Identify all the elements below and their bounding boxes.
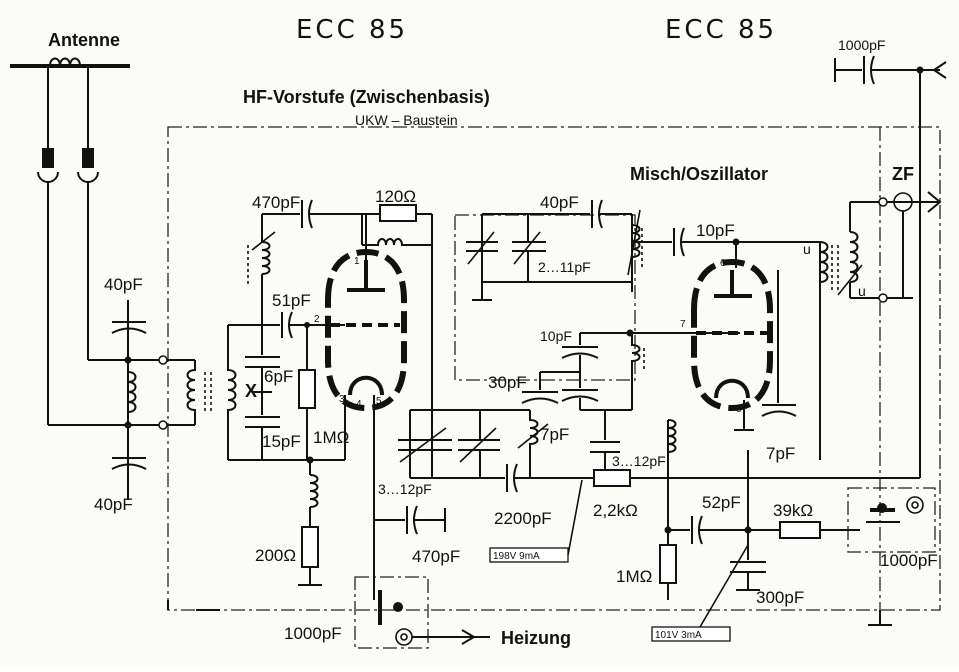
c-1000pf-bottom-left: 1000pF <box>284 624 342 643</box>
op-point-101v: 101V 3mA <box>655 630 702 641</box>
c-7pf-right: 7pF <box>766 444 795 463</box>
op-point-198v: 198V 9mA <box>493 551 540 562</box>
r-2k2: 2,2kΩ <box>593 501 638 520</box>
c-7pf-left: 7pF <box>540 425 569 444</box>
c-40pf-lower: 40pF <box>94 495 133 514</box>
mark-u1: u <box>803 241 811 257</box>
c-470pf-bottom: 470pF <box>412 547 460 566</box>
r-1m-left: 1MΩ <box>313 428 349 447</box>
tube-right-label: ECC 85 <box>665 15 777 45</box>
op-boxes <box>489 479 749 642</box>
pin-2: 2 <box>314 314 320 325</box>
bottom-right-circuit <box>659 419 936 626</box>
c-1000pf-top: 1000pF <box>838 37 885 53</box>
r-39k: 39kΩ <box>773 501 813 520</box>
pin-1: 1 <box>354 256 360 267</box>
c-6pf: 6pF <box>264 367 293 386</box>
c-40pf-upper: 40pF <box>104 275 143 294</box>
interstage-circuit <box>398 214 920 493</box>
c-10pf-mid: 10pF <box>540 328 572 344</box>
antenna-label: Antenne <box>48 30 120 50</box>
module-label: UKW – Baustein <box>355 112 458 128</box>
c-2200pf: 2200pF <box>494 509 552 528</box>
c-3-12pf-right: 3…12pF <box>612 453 666 469</box>
r-200: 200Ω <box>255 546 296 565</box>
c-40pf-osc: 40pF <box>540 193 579 212</box>
pin-4: 4 <box>356 399 362 410</box>
mixer-label: Misch/Oszillator <box>630 164 768 184</box>
c-300pf: 300pF <box>756 588 804 607</box>
heater-label: Heizung <box>501 628 571 648</box>
if-output <box>819 55 947 478</box>
pin-8: 8 <box>736 404 742 415</box>
module-border <box>167 126 941 611</box>
r-120: 120Ω <box>375 187 416 206</box>
pin-3: 3 <box>339 394 345 405</box>
pin-7: 7 <box>680 319 686 330</box>
hf-stage <box>245 199 433 586</box>
bottom-left-circuit <box>167 505 490 649</box>
c-15pf: 15pF <box>262 432 301 451</box>
c-51pf: 51pF <box>272 291 311 310</box>
c-2-11pf: 2…11pF <box>538 259 591 275</box>
c-30pf: 30pF <box>488 373 527 392</box>
r-1m-right: 1MΩ <box>616 567 652 586</box>
x-mark: X <box>245 381 257 401</box>
c-52pf: 52pF <box>702 493 741 512</box>
c-10pf-top: 10pF <box>696 221 735 240</box>
oscillator-tank <box>466 199 820 301</box>
antenna-symbol <box>10 57 130 425</box>
mark-u2: u <box>858 283 866 299</box>
stage-title: HF-Vorstufe (Zwischenbasis) <box>243 87 490 107</box>
pin-5: 5 <box>376 396 382 407</box>
if-label: ZF <box>892 164 914 184</box>
c-470pf-top: 470pF <box>252 193 300 212</box>
tube-left <box>325 214 407 520</box>
mixer-feedback <box>521 329 740 470</box>
tube-right <box>691 258 797 431</box>
c-1000pf-bottom-right: 1000pF <box>880 551 938 570</box>
tube-left-label: ECC 85 <box>296 15 408 45</box>
input-circuit <box>48 300 310 500</box>
c-3-12pf-left: 3…12pF <box>378 481 432 497</box>
pin-6: 6 <box>720 258 726 269</box>
